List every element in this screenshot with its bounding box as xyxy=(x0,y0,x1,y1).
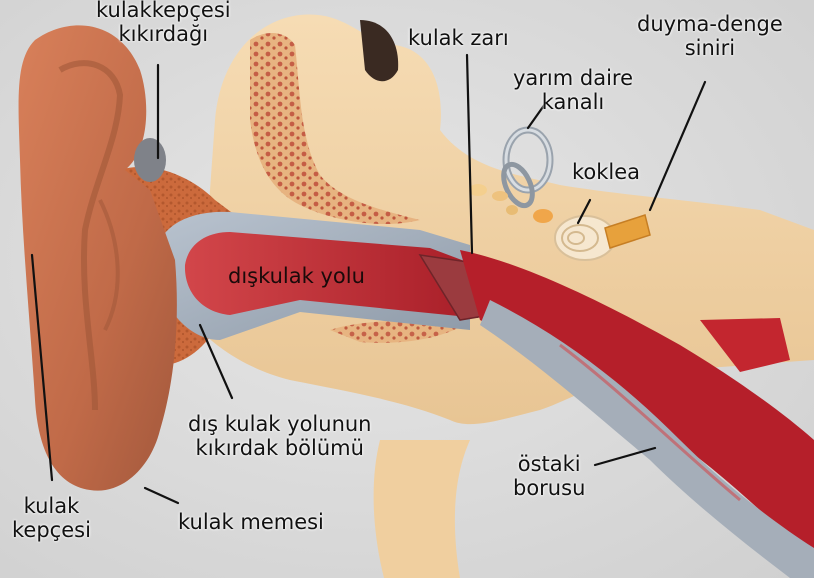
label-auricle-cartilage-line1: kulakkepçesi xyxy=(96,0,231,22)
label-nerve-line1: duyma-denge xyxy=(637,12,783,36)
label-semicircular-line1: yarım daire xyxy=(513,66,633,90)
label-nerve-line2: siniri xyxy=(637,36,783,60)
label-pinna-line1: kulak xyxy=(12,494,91,518)
label-ear-canal-text: dışkulak yolu xyxy=(228,264,365,288)
label-pinna: kulak kepçesi xyxy=(12,494,91,542)
label-canal-cartilage: dış kulak yolunun kıkırdak bölümü xyxy=(188,412,372,460)
label-eustachian-tube: östaki borusu xyxy=(513,452,585,500)
label-ear-canal: dışkulak yolu xyxy=(228,264,365,288)
label-eardrum: kulak zarı xyxy=(408,26,509,50)
label-auricle-cartilage: kulakkepçesi kıkırdağı xyxy=(96,0,231,46)
label-pinna-line2: kepçesi xyxy=(12,518,91,542)
label-semicircular-line2: kanalı xyxy=(513,90,633,114)
cochlea xyxy=(555,216,615,260)
label-semicircular-canal: yarım daire kanalı xyxy=(513,66,633,114)
label-nerve: duyma-denge siniri xyxy=(637,12,783,60)
label-auricle-cartilage-line2: kıkırdağı xyxy=(96,22,231,46)
label-earlobe: kulak memesi xyxy=(178,510,324,534)
label-canal-cartilage-line2: kıkırdak bölümü xyxy=(188,436,372,460)
tragus-shadow xyxy=(134,138,166,182)
label-eardrum-text: kulak zarı xyxy=(408,26,509,50)
label-eustachian-line1: östaki xyxy=(513,452,585,476)
label-canal-cartilage-line1: dış kulak yolunun xyxy=(188,412,372,436)
label-cochlea: koklea xyxy=(572,160,640,184)
label-earlobe-text: kulak memesi xyxy=(178,510,324,534)
label-eustachian-line2: borusu xyxy=(513,476,585,500)
label-cochlea-text: koklea xyxy=(572,160,640,184)
